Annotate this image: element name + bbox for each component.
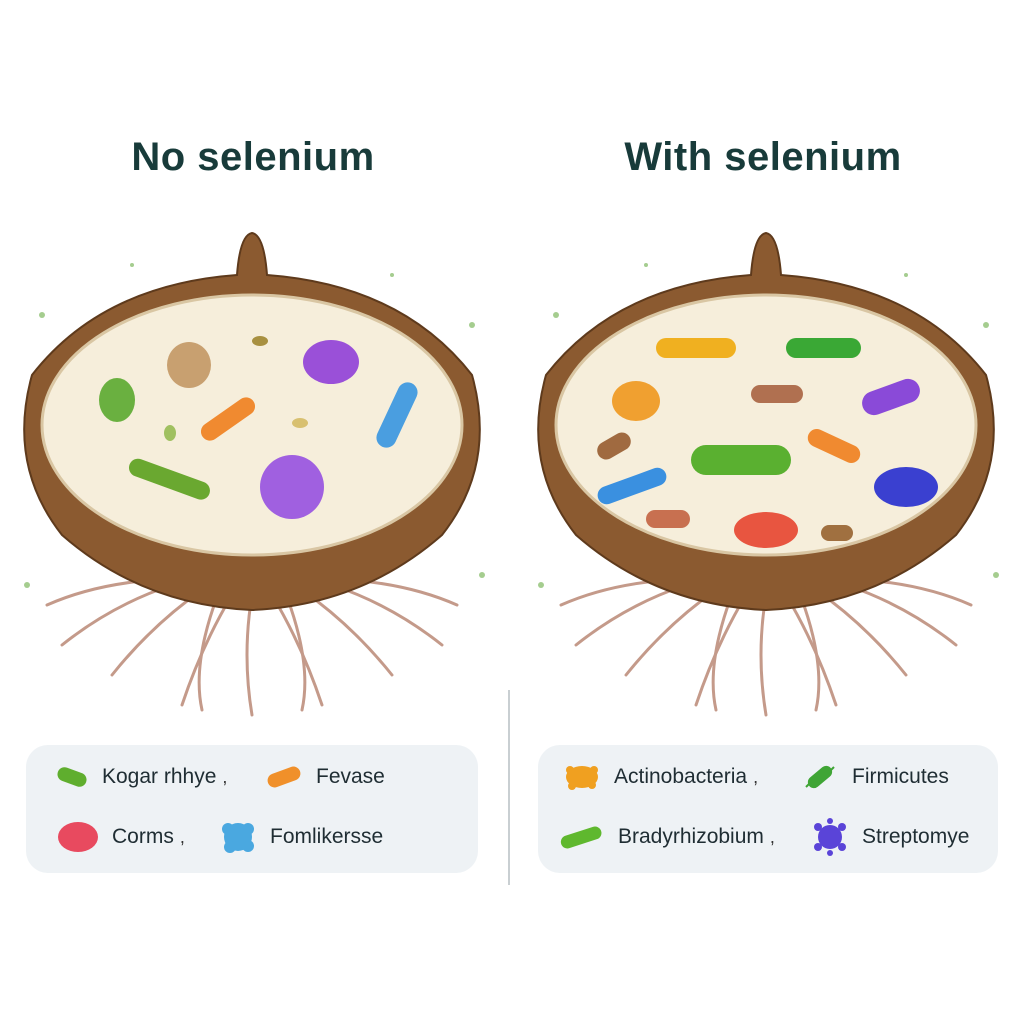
- legend-item-actinobacteria: Actinobacteria ,: [562, 757, 758, 797]
- legend-separator: ,: [179, 826, 185, 847]
- legend-item-firmicutes: Firmicutes: [800, 757, 949, 797]
- panel-divider: [508, 690, 510, 885]
- no-selenium-legend: Kogar rhhye , Fevase Corms , Fomlik: [26, 745, 478, 873]
- legend-separator: ,: [769, 826, 775, 847]
- no-selenium-root-nodule: [23, 231, 485, 717]
- with-selenium-legend: Actinobacteria , Firmicutes Bradyrhizobi…: [538, 745, 998, 873]
- legend-label: Actinobacteria: [614, 765, 748, 788]
- orange-cluster-cell-icon: [566, 766, 598, 790]
- with-selenium-root-nodule: [537, 231, 999, 717]
- orange-rod-bacterium-icon: [267, 766, 301, 788]
- blue-cluster-cell-icon: [222, 823, 254, 853]
- legend-item-corms: Corms ,: [56, 817, 185, 857]
- bacteria-right: [597, 338, 938, 548]
- legend-label: Fomlikersse: [270, 825, 384, 848]
- nodule-interior: [554, 293, 978, 557]
- legend-label: Kogar rhhye: [102, 765, 217, 788]
- legend-label: Streptomye: [862, 825, 970, 848]
- legend-label: Bradyrhizobium: [618, 825, 764, 848]
- legend-item-fomlikersse: Fomlikersse: [218, 817, 383, 857]
- green-rod-bacterium-icon: [560, 826, 602, 849]
- bacteria-left: [99, 336, 418, 519]
- legend-item-kogar-rhhye: Kogar rhhye ,: [54, 757, 227, 797]
- legend-separator: ,: [753, 766, 759, 787]
- red-oval-cell-icon: [58, 822, 98, 852]
- with-selenium-title: With selenium: [624, 135, 902, 179]
- legend-label: Firmicutes: [852, 765, 949, 788]
- purple-spiky-cell-icon: [814, 818, 846, 856]
- no-selenium-title: No selenium: [131, 135, 375, 179]
- legend-label: Corms: [112, 825, 174, 848]
- green-rod-bacterium-icon: [57, 767, 87, 787]
- legend-separator: ,: [222, 766, 228, 787]
- legend-item-streptomye: Streptomye: [810, 817, 969, 857]
- legend-item-fevase: Fevase: [264, 757, 385, 797]
- green-spiky-bacterium-icon: [805, 765, 835, 789]
- legend-label: Fevase: [316, 765, 385, 788]
- legend-item-bradyrhizobium: Bradyrhizobium ,: [556, 817, 775, 857]
